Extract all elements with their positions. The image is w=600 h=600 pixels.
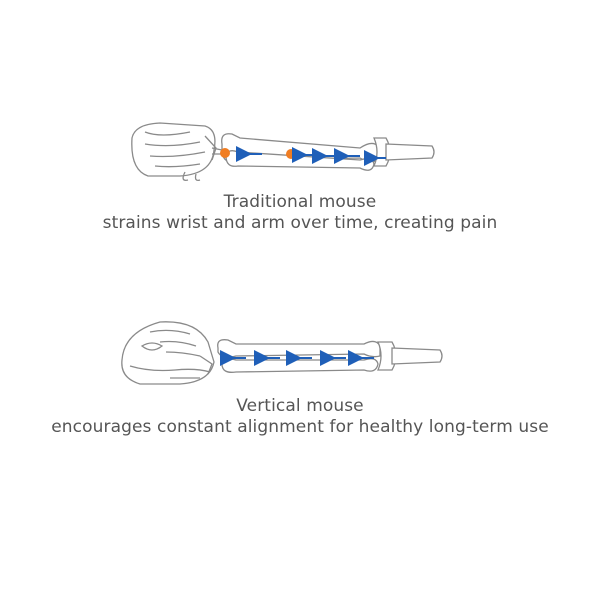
traditional-mouse-illustration [131,122,435,182]
vertical-title: Vertical mouse [236,396,364,416]
traditional-description: strains wrist and arm over time, creatin… [102,213,498,233]
vertical-mouse-illustration [121,321,443,385]
strain-point-icon [286,149,296,159]
hand-on-flat-mouse-icon [131,122,217,182]
force-arrow-icon [236,146,386,166]
forearm-bones-icon [211,133,435,171]
strain-point-icon [220,148,230,158]
vertical-description: encourages constant alignment for health… [51,417,549,437]
traditional-title: Traditional mouse [223,192,377,212]
hand-on-vertical-mouse-icon [121,321,215,385]
traditional-caption: Traditional mouse strains wrist and arm … [0,192,600,234]
forearm-bones-icon [217,339,443,373]
vertical-caption: Vertical mouse encourages constant align… [0,396,600,438]
